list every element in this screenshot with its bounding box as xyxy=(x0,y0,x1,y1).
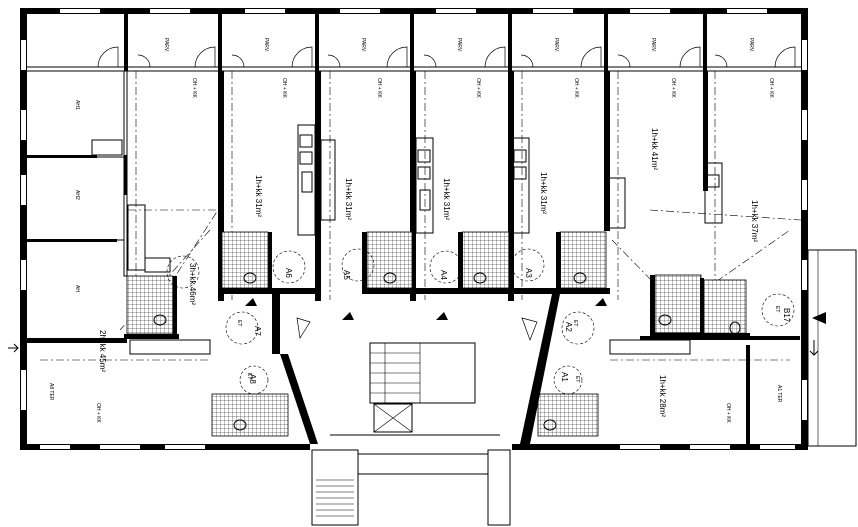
a1-ter-label: A1 TER xyxy=(776,385,782,403)
ohkk-label-6: OH + KK xyxy=(768,78,774,99)
balcony-label-6: PARV. xyxy=(650,38,656,52)
unit-label-a5: 1h+kk 31m² xyxy=(344,178,353,220)
entrance-steps xyxy=(311,449,511,526)
balcony-label-2: PARV. xyxy=(263,38,269,52)
ohkk-label-3: OH + KK xyxy=(475,78,481,99)
ohkk-label-8: OH + KK xyxy=(95,403,101,424)
tag-a8: A8 xyxy=(248,374,257,384)
tag-b17: B17 xyxy=(782,308,791,323)
unit-label-a2: 2h+kk 45m² xyxy=(98,330,107,372)
ohkk-label-1: OH + KK xyxy=(281,78,287,99)
unit-label-a4: 1h+kk 31m² xyxy=(442,178,451,220)
stairwell xyxy=(245,294,607,444)
et-label-2: ET xyxy=(574,376,580,382)
balcony-label-5: PARV. xyxy=(553,38,559,52)
unit-label-big1: 1h+kk 41m² xyxy=(650,128,659,170)
ohkk-label-4: OH + KK xyxy=(573,78,579,99)
kitchen-counters xyxy=(91,124,723,355)
tag-a3: A3 xyxy=(524,268,533,278)
ah1-label: AH1 xyxy=(74,100,80,110)
unit-label-a7: 3h+kk 46m² xyxy=(188,263,197,305)
et-label-3: ET xyxy=(246,373,252,379)
outside-ramp xyxy=(807,249,857,447)
turning-circles xyxy=(166,248,795,395)
ah2-label: AH2 xyxy=(74,190,80,200)
tag-a1: A1 xyxy=(560,372,569,382)
balcony-label-3: PARV. xyxy=(360,38,366,52)
tag-a7: A7 xyxy=(253,326,262,336)
balcony-label-7: PARV. xyxy=(748,38,754,52)
unit-label-a1: 1h+kk 28m² xyxy=(658,375,667,417)
bathrooms xyxy=(124,231,750,437)
unit-label-a3: 1h+kk 31m² xyxy=(539,172,548,214)
ohkk-label-5: OH + KK xyxy=(670,78,676,99)
balcony-labels: PARV. PARV. PARV. PARV. PARV. PARV. PARV… xyxy=(163,38,754,52)
balcony-row xyxy=(27,14,801,72)
balcony-label-4: PARV. xyxy=(456,38,462,52)
balcony-label-1: PARV. xyxy=(163,38,169,52)
tag-a4: A4 xyxy=(439,270,448,280)
et-label-5: ET xyxy=(774,306,780,312)
et-label-4: ET xyxy=(572,320,578,326)
room-labels: 1h+kk 31m² 1h+kk 31m² 1h+kk 31m² 1h+kk 3… xyxy=(48,78,791,424)
a8-ter-label: A8 TER xyxy=(48,383,54,401)
et-label-1: ET xyxy=(236,320,242,326)
ohkk-label-2: OH + KK xyxy=(376,78,382,99)
tag-a6: A6 xyxy=(284,268,293,278)
unit-label-a6: 1h+kk 31m² xyxy=(254,175,263,217)
outer-walls xyxy=(20,8,808,450)
tag-a5: A5 xyxy=(342,270,351,280)
unit-label-big2: 1h+kk 37m² xyxy=(750,200,759,242)
tag-a2: A2 xyxy=(564,322,573,332)
ohkk-label-9: OH + KK xyxy=(725,403,731,424)
ohkk-label-7: OH + KK xyxy=(191,78,197,99)
ah-label: AH xyxy=(74,285,80,292)
entrance-markers xyxy=(8,312,826,356)
